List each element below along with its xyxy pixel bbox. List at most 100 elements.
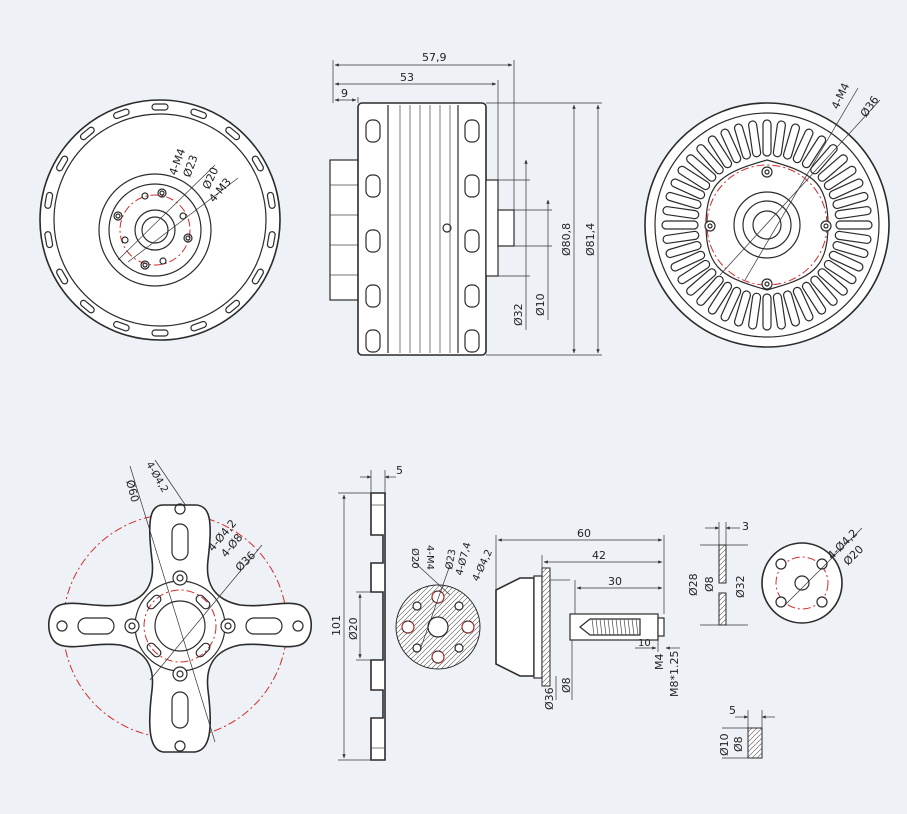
vent-slot: [365, 229, 381, 253]
cross-mount-view: 4-Ø4,2 Ø60 4-Ø4,2 4-Ø8 Ø36: [47, 460, 313, 753]
washer-side-view: 3 Ø28 Ø8 Ø32: [687, 520, 749, 626]
adapter-dim-length-total: 60: [577, 527, 591, 540]
cooling-slot: [817, 268, 848, 296]
cooling-slot: [801, 135, 827, 169]
rim-slot: [113, 108, 130, 120]
cooling-slot: [661, 220, 699, 230]
rim-slot: [79, 299, 95, 314]
side-dim-diameter-base: Ø32: [512, 303, 525, 326]
cooling-slot: [828, 250, 864, 272]
cooling-slot: [823, 259, 857, 285]
mount-side-view: 5 101 Ø20: [330, 464, 403, 761]
spacer-diameter-inner: Ø8: [732, 736, 745, 752]
cooling-slot: [782, 123, 801, 160]
back-label-d36: Ø36: [858, 94, 882, 120]
adapter-dim-tip: 10: [638, 638, 651, 649]
hub-label-d20: Ø20: [409, 548, 421, 569]
thread-line: [635, 618, 639, 636]
adapter-dim-thread-b: M8*1.25: [668, 651, 681, 697]
rim-slot: [44, 231, 54, 249]
vent-slot: [365, 284, 381, 308]
mount-side-height: 101: [330, 615, 343, 636]
cooling-slot: [733, 290, 752, 327]
cooling-slot: [662, 230, 700, 244]
thread-line: [615, 618, 619, 636]
washer-thickness: 3: [742, 520, 749, 533]
thread-line: [595, 618, 599, 636]
cooling-slot: [720, 286, 742, 322]
cooling-slot: [772, 292, 786, 330]
thread-line: [611, 618, 615, 636]
motor-back-view: 4-M4 Ø36: [644, 81, 890, 348]
cooling-slot: [696, 144, 724, 175]
prop-adapter-side-view: 60 42 30 10 Ø36 Ø8 M4 M8*1.25: [495, 527, 681, 710]
hub-label-d23: Ø23: [443, 548, 458, 570]
cooling-slot: [762, 119, 772, 157]
vent-slot: [464, 119, 480, 143]
washer-diameter-b: Ø8: [703, 576, 716, 592]
motor-front-view: 4-M4 Ø23 Ø20 4-M3: [39, 99, 281, 341]
cooling-slot: [665, 191, 702, 210]
side-dim-offset: 9: [341, 87, 348, 100]
spacer-diameter-outer: Ø10: [718, 733, 731, 756]
vent-slot: [365, 119, 381, 143]
adapter-dim-diameter-base: Ø36: [543, 687, 556, 710]
rim-slot: [151, 103, 169, 111]
cooling-slot: [834, 230, 872, 244]
cooling-slot: [670, 250, 706, 272]
cooling-slot: [677, 259, 711, 285]
vent-slot: [365, 329, 381, 353]
rim-slot: [79, 126, 95, 141]
motor-side-view: 57,9 53 9 Ø80,8 Ø81,4 Ø32 Ø10: [329, 51, 602, 356]
side-dim-diameter-outer: Ø81,4: [584, 223, 597, 256]
washer-diameter-c: Ø32: [734, 575, 747, 598]
cooling-slot: [720, 128, 742, 164]
hub-label-m4: 4-M4: [424, 545, 435, 570]
rim-slot: [44, 191, 54, 209]
hub-label-d42: 4-Ø4,2: [470, 548, 495, 584]
rim-slot: [190, 320, 207, 332]
cooling-slot: [707, 281, 733, 315]
washer-face-view: 4-Ø4,2 Ø20: [761, 527, 866, 624]
rim-slot: [225, 299, 241, 314]
cooling-slot: [835, 220, 873, 230]
cooling-slot: [834, 206, 872, 220]
cross-label-d36: Ø36: [233, 549, 258, 574]
spacer-thickness: 5: [729, 704, 736, 717]
thread-line: [631, 618, 635, 636]
cooling-slot: [670, 178, 706, 200]
side-dim-diameter-shaft: Ø10: [534, 293, 547, 316]
cooling-slot: [772, 120, 786, 158]
cooling-slot: [748, 120, 762, 158]
vent-slot: [365, 174, 381, 198]
cooling-slot: [792, 128, 814, 164]
rim-slot: [56, 268, 69, 285]
side-dim-body-length: 53: [400, 71, 414, 84]
adapter-dim-length-mid: 42: [592, 549, 606, 562]
cooling-slot: [665, 240, 702, 259]
rim-slot: [190, 108, 207, 120]
rim-slot: [56, 155, 69, 172]
cooling-slot: [828, 178, 864, 200]
cooling-slot: [823, 165, 857, 191]
cooling-slot: [686, 268, 717, 296]
side-dim-overall-length: 57,9: [422, 51, 447, 64]
thread-line: [619, 618, 623, 636]
cooling-slot: [792, 286, 814, 322]
thread-line: [623, 618, 627, 636]
thread-line: [591, 618, 595, 636]
cooling-slot: [782, 290, 801, 327]
rim-slot: [225, 126, 241, 141]
spacer-view: 5 Ø10 Ø8: [718, 704, 775, 759]
thread-line: [599, 618, 603, 636]
thread-line: [607, 618, 611, 636]
rim-slot: [251, 268, 264, 285]
prop-hub-face-view: 4-M4 Ø20 Ø23 4-Ø7,4 4-Ø4,2: [395, 541, 495, 670]
mount-side-bore: Ø20: [347, 617, 360, 640]
cooling-slot: [686, 154, 717, 182]
rim-slot: [251, 155, 264, 172]
rim-slot: [266, 191, 276, 209]
cooling-slot: [801, 281, 827, 315]
cooling-slot: [832, 240, 869, 259]
